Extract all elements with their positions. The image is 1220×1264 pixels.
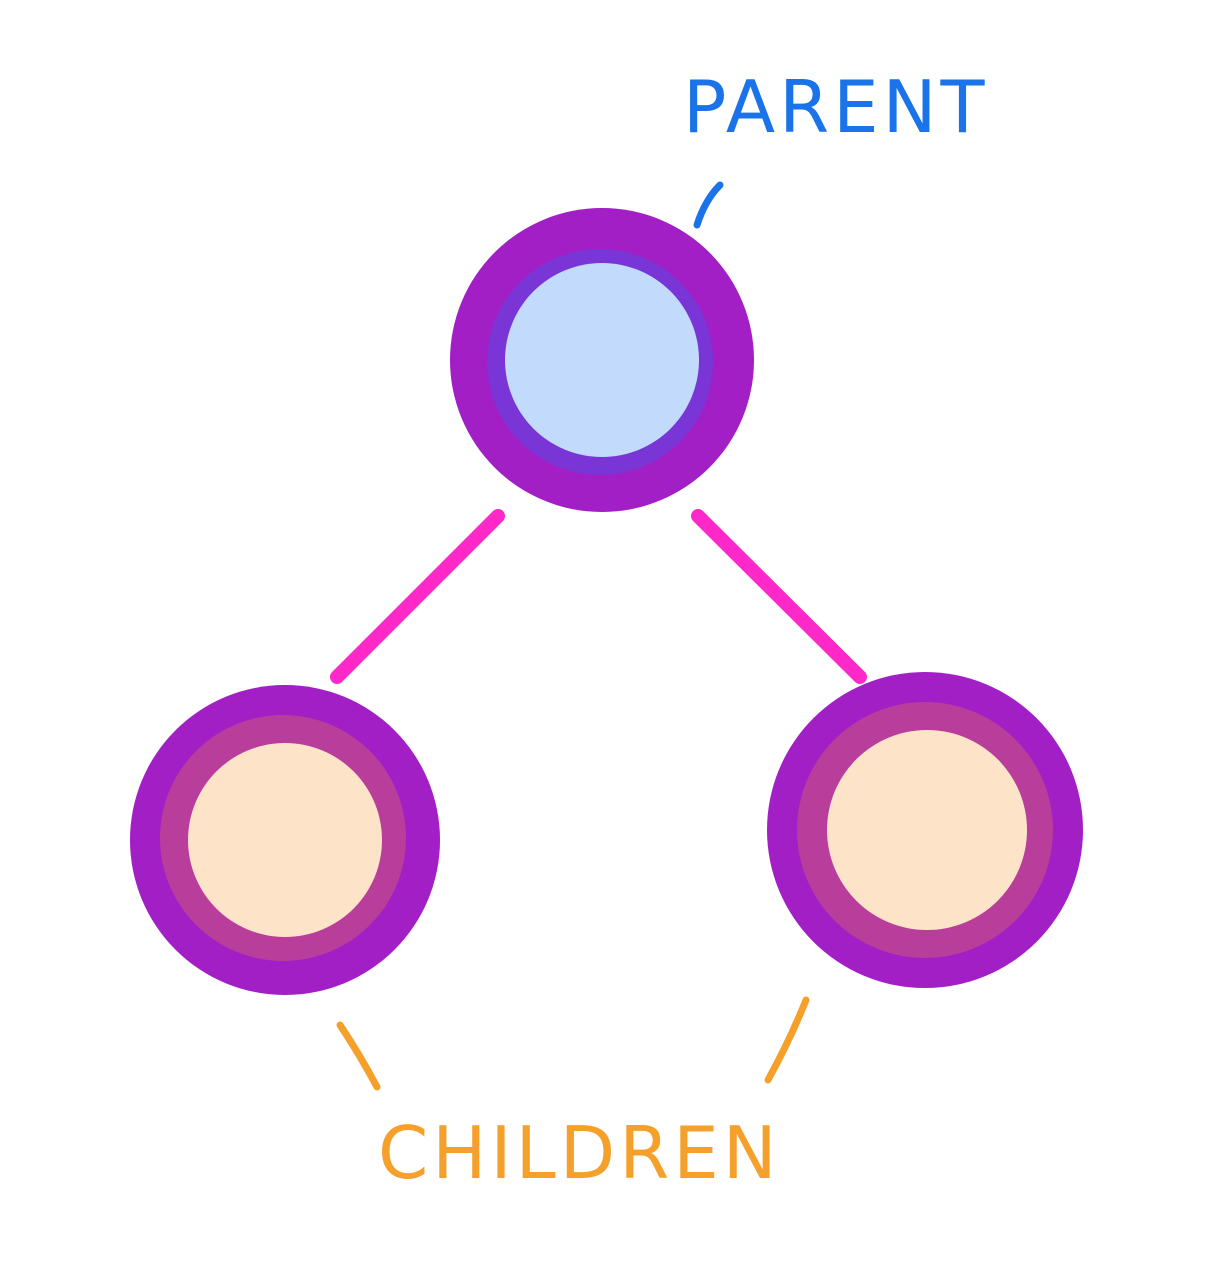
- children-label: CHILDREN: [378, 1111, 781, 1195]
- left-child-pointer-tick: [336, 1021, 381, 1091]
- edge-parent-left-child: [330, 509, 505, 684]
- right-child-node: [767, 672, 1083, 988]
- parent-pointer-tick: [693, 181, 724, 229]
- parent-label: PARENT: [683, 65, 988, 149]
- parent-node: [450, 208, 754, 512]
- left-child-node: [130, 685, 440, 995]
- right-child-pointer-tick: [764, 996, 810, 1084]
- edge-parent-right-child: [691, 509, 867, 684]
